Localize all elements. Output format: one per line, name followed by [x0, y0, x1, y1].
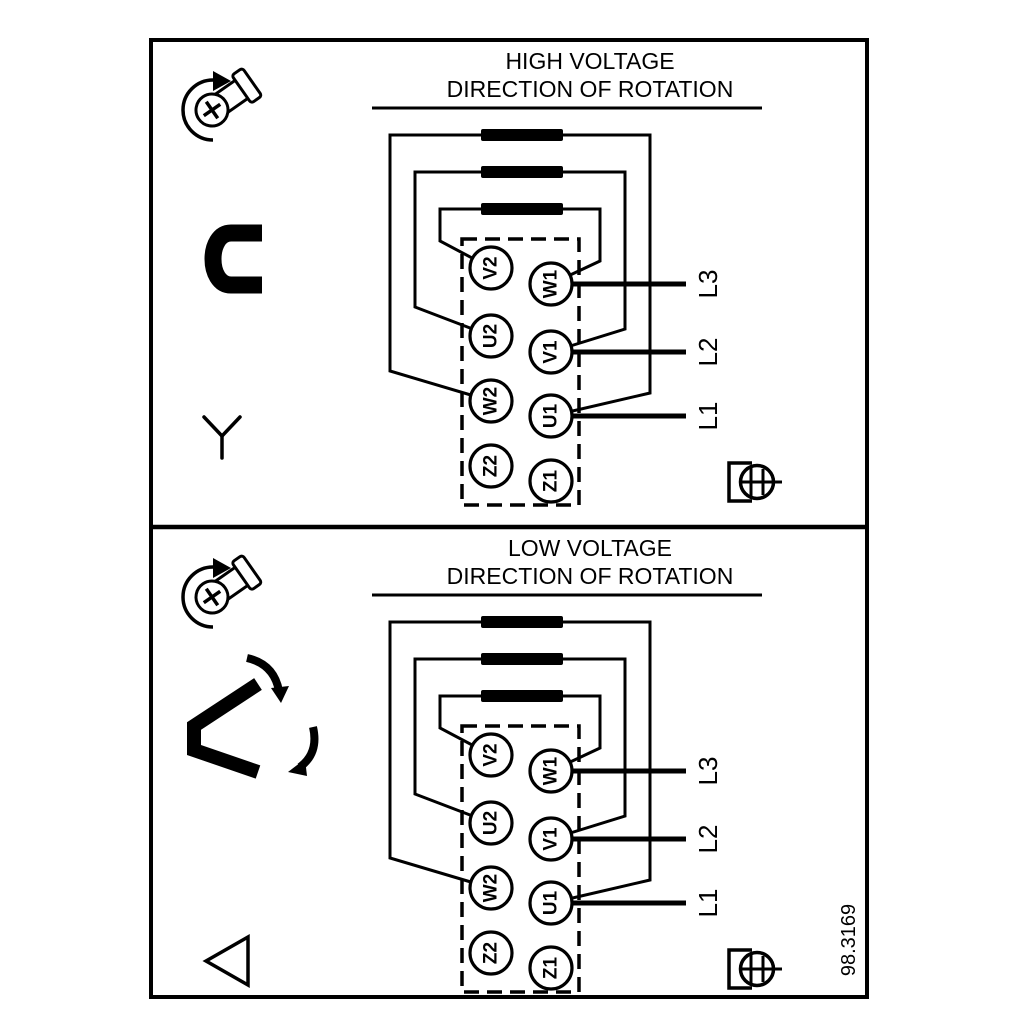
- panel-title-line1: LOW VOLTAGE: [508, 535, 672, 561]
- screw-rotation-icon: [181, 553, 264, 629]
- rotate-arrow-upper: [245, 654, 283, 692]
- panel-title-line1: HIGH VOLTAGE: [505, 48, 674, 74]
- terminal-block: [390, 616, 782, 992]
- outer-border: [149, 38, 869, 999]
- panel-low-voltage: LOW VOLTAGE DIRECTION OF ROTATION: [181, 535, 782, 992]
- terminal-links-rotation-icon: [187, 654, 319, 779]
- delta-symbol-icon: [202, 933, 250, 989]
- rotate-arrow-lower: [297, 726, 319, 771]
- star-symbol-icon: [202, 415, 242, 460]
- links-chevron: [187, 678, 262, 779]
- rotate-arrowhead-upper: [271, 686, 289, 703]
- screw-rotation-icon: [181, 66, 264, 142]
- rotate-arrowhead-lower: [288, 759, 307, 776]
- panel-title-line2: DIRECTION OF ROTATION: [447, 76, 734, 102]
- terminal-block: [390, 129, 782, 505]
- figure-number: 98.3169: [838, 904, 860, 976]
- panel-title-line2: DIRECTION OF ROTATION: [447, 563, 734, 589]
- star-arm-right: [220, 415, 242, 438]
- star-arm-left: [202, 415, 224, 438]
- panel-high-voltage: HIGH VOLTAGE DIRECTION OF ROTATION: [181, 48, 782, 505]
- terminal-link-icon: [204, 224, 262, 294]
